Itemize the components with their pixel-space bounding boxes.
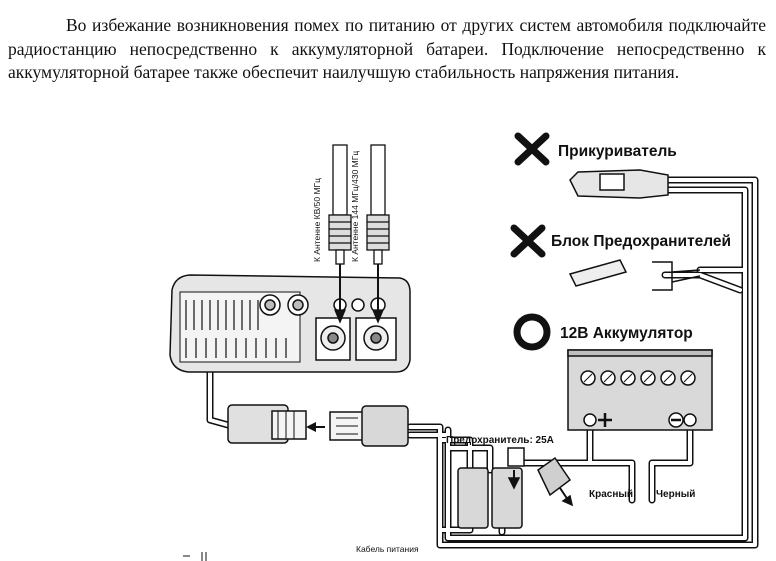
- battery-label: 12В Аккумулятор: [560, 325, 693, 342]
- lighter-label: Прикуриватель: [558, 143, 677, 160]
- fuse-holder: [457, 447, 574, 529]
- cross-icon: [514, 132, 550, 166]
- fuse-label: Предохранитель: 25А: [446, 435, 554, 446]
- instruction-text: Во избежание возникновения помех по пита…: [8, 15, 766, 83]
- fuse-box-label: Блок Предохранителей: [551, 233, 731, 250]
- plus-terminal-icon: [598, 413, 612, 427]
- dc-power-plug: [329, 405, 409, 447]
- red-wire-label: Красный: [589, 489, 633, 500]
- black-wire-label: Черный: [656, 489, 695, 500]
- insert-arrow: [306, 422, 325, 432]
- minus-terminal-icon: [668, 412, 684, 428]
- circle-icon: [513, 313, 551, 351]
- spade-terminals: [652, 261, 701, 291]
- antenna-vhf-label: К Антенне 144 МГц/430 МГц: [350, 151, 360, 262]
- dc-power-socket: [227, 404, 307, 444]
- antenna-hf-label: К Антенне КВ/50 МГц: [312, 178, 322, 262]
- car-battery: [567, 349, 713, 431]
- glass-fuse: [568, 259, 628, 287]
- antenna-connectors: [328, 144, 390, 324]
- bottom-edge-fragment: [183, 552, 207, 561]
- transceiver-rear: [169, 274, 411, 373]
- cable-label: Кабель питания: [356, 544, 419, 554]
- cigarette-lighter-plug: [569, 169, 669, 199]
- instruction-paragraph: Во избежание возникновения помех по пита…: [8, 14, 766, 85]
- cross-icon: [510, 224, 546, 258]
